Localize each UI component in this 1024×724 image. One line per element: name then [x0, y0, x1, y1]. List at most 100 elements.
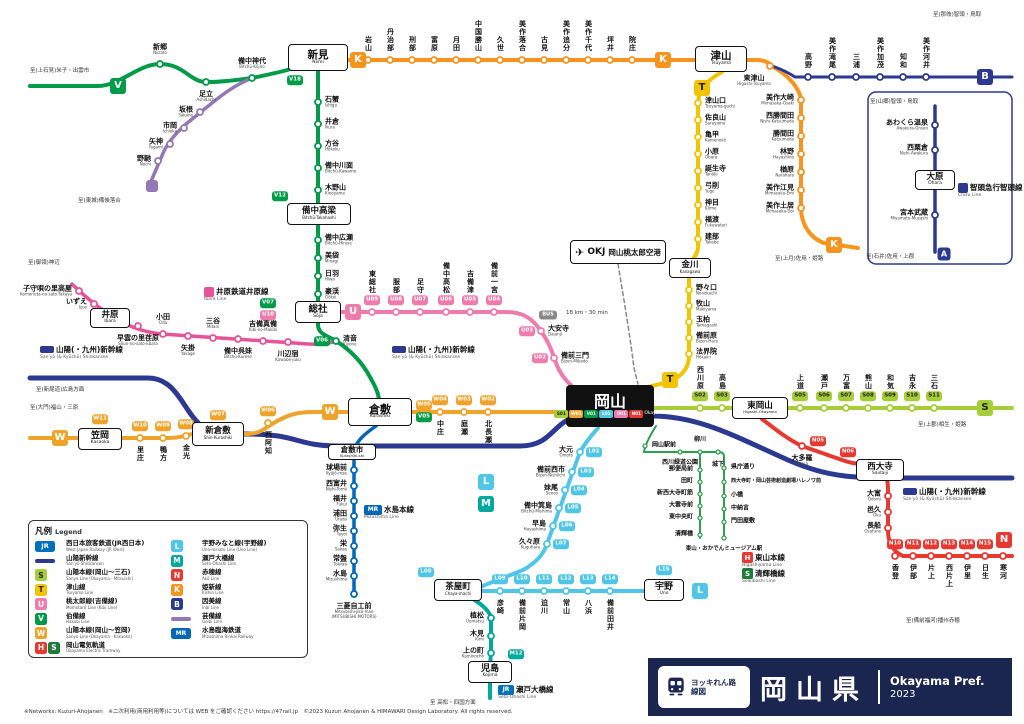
station-dot [408, 56, 416, 64]
station-dot [820, 404, 828, 412]
station-dot [715, 449, 721, 455]
station-label: 三浦 [852, 53, 861, 69]
station-label: 和気 [886, 374, 895, 390]
badge-S02: S02 [692, 391, 708, 401]
station-dot [332, 337, 340, 345]
station-dot [697, 503, 703, 509]
badge-L: L [692, 583, 708, 599]
station-label: 清輝橋 [674, 530, 693, 538]
station-label: 柳川 [693, 436, 707, 444]
station-label: 西片上 [945, 564, 954, 588]
logo-text: ヨッキれん路線図 [691, 677, 736, 696]
badge-S05: S05 [792, 391, 808, 401]
badge-L02: L02 [586, 447, 602, 457]
badge-L: L [478, 474, 494, 490]
station-label: 美作追分 [562, 20, 571, 52]
badge-L08: L08 [418, 567, 434, 577]
station-dot [694, 133, 702, 141]
title-block: ヨッキれん路線図 岡山県 Okayama Pref. 2023 [648, 658, 1012, 716]
station-dot [694, 201, 702, 209]
station-dot [350, 572, 358, 580]
station-dot [518, 587, 526, 595]
direction-note: 至(備前福河)播州赤穂 [906, 618, 960, 624]
station-dot [248, 74, 256, 82]
badge-W05: W05 [416, 400, 432, 410]
station-dot [184, 332, 192, 340]
station-label: 日生 [981, 564, 990, 580]
badge-M12: M12 [508, 649, 524, 659]
badge-L14: L14 [602, 574, 618, 584]
station-label: 県庁通り [731, 463, 756, 471]
station-dot [234, 335, 242, 343]
badge-L09: L09 [492, 574, 508, 584]
badge-V: V [110, 78, 126, 94]
badge-L10: L10 [514, 574, 530, 584]
station-dot [766, 62, 774, 70]
station-dot [202, 78, 210, 86]
station-label: 常山 [562, 599, 571, 615]
station-dot [891, 552, 899, 560]
direction-note: 18 km・30 min [566, 310, 608, 316]
badge-V12: V12 [272, 191, 288, 201]
station-dot [945, 552, 953, 560]
station-dot [350, 557, 358, 565]
station-dot [584, 56, 592, 64]
line-airport-bus [617, 263, 639, 385]
station-dot [487, 614, 495, 622]
station-dot [568, 468, 576, 476]
station-dot [259, 337, 267, 345]
station-dot [804, 73, 812, 81]
badge-V05: V05 [416, 412, 432, 422]
station-label: 伊部 [909, 564, 918, 580]
station-label: 大雲寺前 [668, 501, 693, 509]
station-dot [797, 186, 805, 194]
badge-U02: U02 [532, 353, 548, 363]
station-dot [350, 542, 358, 550]
station-label: 田町 [680, 477, 693, 485]
station-label: 里庄 [136, 446, 145, 462]
station-dot [694, 116, 702, 124]
station-dot [697, 449, 703, 455]
station-label: 富原 [430, 36, 439, 52]
badge-U06: U06 [438, 295, 454, 305]
station-dot [696, 404, 704, 412]
station-label: 美作滝尾 [828, 37, 837, 69]
badge-N13: N13 [941, 539, 957, 549]
station-label: 新西大寺町筋 [656, 489, 693, 497]
station-dot [549, 522, 557, 530]
legend-heading: 凡例 Legend [35, 525, 301, 537]
station-dot [677, 449, 683, 455]
station-label: 月田 [452, 36, 461, 52]
badge-S06: S06 [816, 391, 832, 401]
station-dot [537, 327, 545, 335]
badge-S08: S08 [860, 391, 876, 401]
station-dot [466, 308, 474, 316]
station-dot [490, 308, 498, 316]
